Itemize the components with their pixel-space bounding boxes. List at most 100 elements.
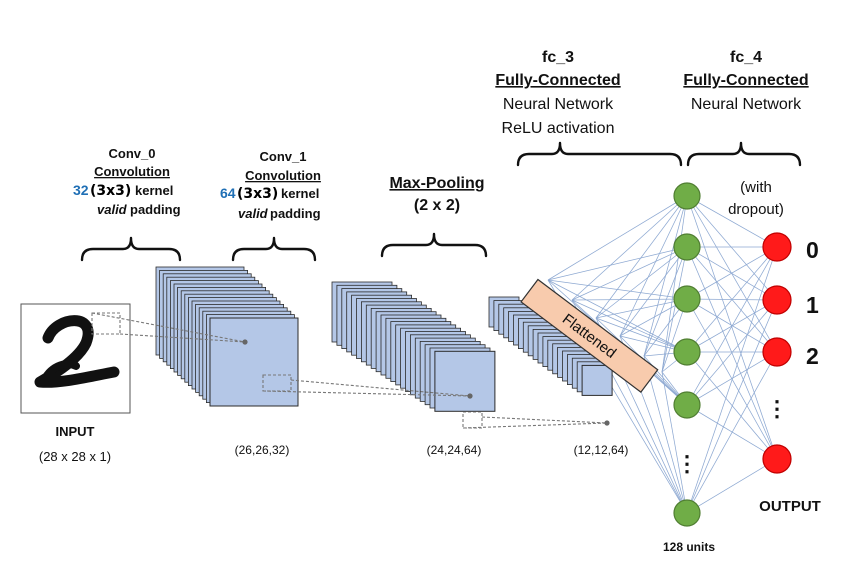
conv1-feature-maps bbox=[331, 281, 496, 412]
input-image bbox=[20, 303, 131, 414]
fc4-output-nodes bbox=[762, 232, 792, 474]
hidden-node bbox=[673, 391, 701, 419]
maxpool-size: (2 x 2) bbox=[414, 197, 460, 214]
pool-shape: (12,12,64) bbox=[574, 443, 629, 457]
input-shape: (28 x 28 x 1) bbox=[39, 449, 111, 464]
flatten-to-hidden-connection bbox=[661, 246, 688, 373]
hidden-to-output-connection bbox=[686, 195, 778, 353]
hidden-to-output-connection bbox=[686, 195, 778, 460]
input-title: INPUT bbox=[56, 424, 95, 439]
hidden-units-count: 128 units bbox=[663, 540, 715, 554]
handwritten-digit-2 bbox=[34, 315, 120, 388]
fc3-type: Fully-Connected bbox=[495, 72, 620, 89]
output-node bbox=[762, 444, 792, 474]
conv0-padding-valid: valid bbox=[97, 202, 128, 217]
hidden-to-output-connection bbox=[686, 195, 778, 301]
fc4-type: Fully-Connected bbox=[683, 72, 808, 89]
flatten-to-hidden-connection bbox=[619, 195, 688, 337]
maxpool-name: Max-Pooling bbox=[389, 175, 484, 192]
input-receptive-field bbox=[91, 312, 121, 335]
conv1-padding-valid: valid bbox=[238, 206, 269, 221]
conv1-label: Conv_1 Convolution 64 (3x3) kernel valid… bbox=[220, 149, 321, 221]
hidden-to-output-connection bbox=[686, 299, 778, 406]
dropout-line2: dropout) bbox=[728, 201, 784, 218]
maxpool-label: Max-Pooling (2 x 2) bbox=[389, 175, 484, 214]
flatten-to-hidden-connection bbox=[547, 195, 688, 281]
output-node bbox=[762, 337, 792, 367]
flatten-to-hidden-connection bbox=[643, 355, 688, 514]
hidden-node bbox=[673, 182, 701, 210]
hidden-node bbox=[673, 285, 701, 313]
output-digit-0: 0 bbox=[806, 237, 819, 263]
fc3-hidden-nodes bbox=[673, 182, 701, 527]
conv1-kernel-word: kernel bbox=[281, 186, 319, 201]
conv0-label: Conv_0 Convolution 32 (3x3) kernel valid… bbox=[73, 146, 181, 217]
hidden-to-output-connection bbox=[686, 458, 778, 514]
hidden-to-output-connection bbox=[686, 195, 778, 248]
brace-conv0 bbox=[80, 236, 182, 262]
hidden-node bbox=[673, 499, 701, 527]
fc3-line1: Neural Network bbox=[503, 96, 614, 113]
flatten-to-hidden-connection bbox=[661, 371, 688, 514]
flatten-to-hidden-connection bbox=[595, 195, 688, 319]
dropout-line1: (with bbox=[740, 179, 772, 196]
conv0-kernel-word: kernel bbox=[135, 183, 173, 198]
brace-conv1 bbox=[231, 236, 317, 262]
hidden-node bbox=[673, 233, 701, 261]
conv0-padding-word: padding bbox=[130, 202, 181, 217]
flatten-to-hidden-connection bbox=[547, 246, 688, 281]
hidden-to-output-connection bbox=[686, 351, 778, 406]
output-ellipsis: ⋮ bbox=[766, 396, 788, 421]
conv0-kernel-size: (3x3) bbox=[90, 183, 131, 199]
dropout-note: (with dropout) bbox=[728, 179, 784, 218]
hidden-to-output-connection bbox=[686, 246, 778, 514]
brace-maxpool bbox=[380, 232, 488, 258]
flatten-to-hidden-connection bbox=[661, 195, 688, 373]
fc4-line1: Neural Network bbox=[691, 96, 802, 113]
output-digit-2: 2 bbox=[806, 343, 819, 369]
conv1-feature-map bbox=[434, 350, 496, 412]
fc4-label: fc_4 Fully-Connected Neural Network bbox=[683, 49, 808, 113]
hidden-to-output-connection bbox=[686, 246, 778, 406]
conv1-kernel-size: (3x3) bbox=[237, 186, 278, 202]
output-node bbox=[762, 232, 792, 262]
flatten-to-hidden-connection bbox=[595, 317, 688, 353]
brace-fc4 bbox=[686, 141, 802, 167]
fc3-line2: ReLU activation bbox=[502, 120, 615, 137]
flatten-to-hidden-connection bbox=[595, 246, 688, 319]
fc4-name: fc_4 bbox=[730, 49, 762, 66]
conv0-feature-maps bbox=[155, 266, 299, 407]
conv0-type: Convolution bbox=[94, 164, 170, 179]
conv1-type: Convolution bbox=[245, 168, 321, 183]
hidden-ellipsis: ⋮ bbox=[676, 451, 698, 476]
hidden-node bbox=[673, 338, 701, 366]
hidden-to-output-connection bbox=[686, 351, 778, 514]
hidden-to-output-connection bbox=[686, 351, 778, 460]
conv0-name: Conv_0 bbox=[109, 146, 156, 161]
hidden-to-output-connection bbox=[686, 246, 778, 300]
conv1-filter-count: 64 bbox=[220, 185, 236, 201]
conv1-name: Conv_1 bbox=[260, 149, 307, 164]
pool-feature-map bbox=[581, 364, 613, 396]
conv0-shape: (26,26,32) bbox=[235, 443, 290, 457]
pool-feature-maps bbox=[488, 296, 613, 396]
hidden-to-output-connection bbox=[686, 246, 778, 353]
fc3-label: fc_3 Fully-Connected Neural Network ReLU… bbox=[495, 49, 620, 137]
output-digit-1: 1 bbox=[806, 292, 819, 318]
conv1-shape: (24,24,64) bbox=[427, 443, 482, 457]
flatten-to-hidden-connection bbox=[571, 298, 688, 301]
output-node bbox=[762, 285, 792, 315]
fc3-name: fc_3 bbox=[542, 49, 574, 66]
brace-fc3 bbox=[516, 141, 683, 167]
flatten-to-hidden-connection bbox=[619, 246, 688, 337]
conv0-feature-map bbox=[209, 317, 299, 407]
hidden-to-output-connection bbox=[686, 299, 778, 514]
conv1-padding-word: padding bbox=[270, 206, 321, 221]
output-title: OUTPUT bbox=[759, 498, 821, 515]
flatten-to-hidden-connection bbox=[571, 195, 688, 301]
flatten-to-hidden-connection bbox=[643, 246, 688, 357]
flatten-to-hidden-connection bbox=[643, 195, 688, 357]
conv0-filter-count: 32 bbox=[73, 182, 89, 198]
receptive-field-guides bbox=[91, 312, 610, 429]
